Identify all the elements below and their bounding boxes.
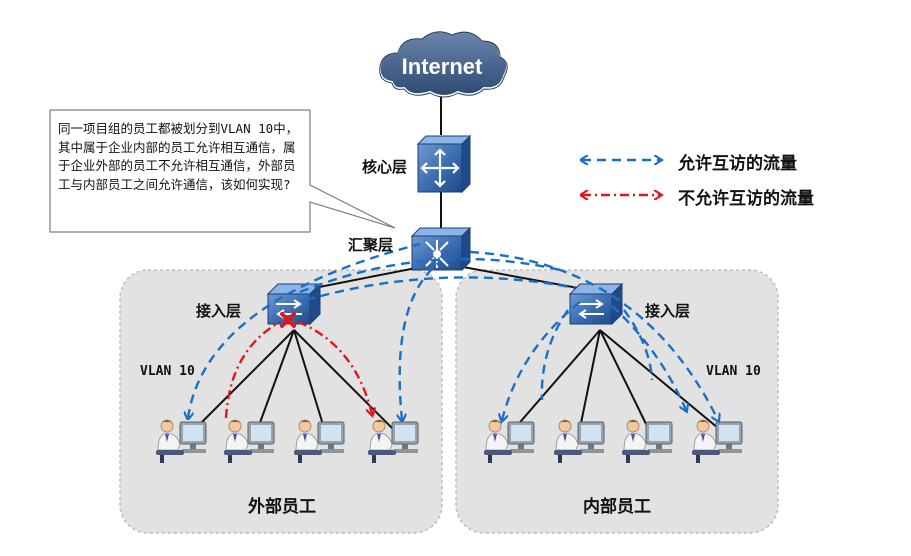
- access-layer-right-label: 接入层: [645, 302, 691, 320]
- external-staff-label: 外部员工: [248, 497, 316, 517]
- link-right-pc4: [599, 329, 719, 429]
- denied-flow-ext4: [297, 320, 372, 414]
- allowed-flow-int-to-int3: [623, 309, 654, 381]
- block-x-icon: [280, 312, 296, 328]
- allowed-flow-int-to-int4: [611, 305, 686, 410]
- internal-zone: [455, 269, 779, 534]
- link-right-pc3: [599, 329, 649, 429]
- aggregation-switch-icon: [410, 226, 472, 272]
- external-zone: [119, 269, 443, 534]
- vlan-right-label: VLAN 10: [706, 364, 761, 379]
- access-layer-left-label: 接入层: [196, 302, 242, 320]
- link-right-pc2: [579, 329, 601, 429]
- allowed-flow-int-to-int2: [540, 309, 569, 401]
- allowed-flow-left-right-mid: [305, 276, 576, 302]
- link-left-pc1: [195, 329, 295, 429]
- denied-flow-ext2: [224, 320, 281, 419]
- legend-allowed-label: 允许互访的流量: [678, 154, 797, 174]
- allowed-flow-left-right-top: [299, 257, 561, 294]
- allowed-flow-ext4-to-agg: [400, 261, 441, 420]
- allowed-flow-ext1-to-agg: [188, 242, 421, 418]
- core-router-icon: [416, 134, 472, 194]
- internet-label: Internet: [402, 54, 483, 79]
- core-layer-label: 核心层: [362, 158, 408, 176]
- internal-staff-label: 内部员工: [583, 497, 651, 517]
- allowed-flow-agg-to-int4: [469, 250, 718, 420]
- link-left-pc2: [257, 329, 295, 429]
- aggregation-layer-label: 汇聚层: [348, 236, 394, 254]
- vlan-left-label: VLAN 10: [140, 364, 195, 379]
- internet-cloud-icon: Internet: [378, 29, 509, 98]
- link-left-pc3: [293, 329, 325, 429]
- callout-text: 同一项目组的员工都被划分到VLAN 10中，其中属于企业内部的员工允许相互通信，…: [58, 121, 299, 192]
- link-right-pc1: [514, 329, 601, 429]
- legend-denied-label: 不允许互访的流量: [678, 189, 814, 209]
- question-callout: [49, 109, 396, 233]
